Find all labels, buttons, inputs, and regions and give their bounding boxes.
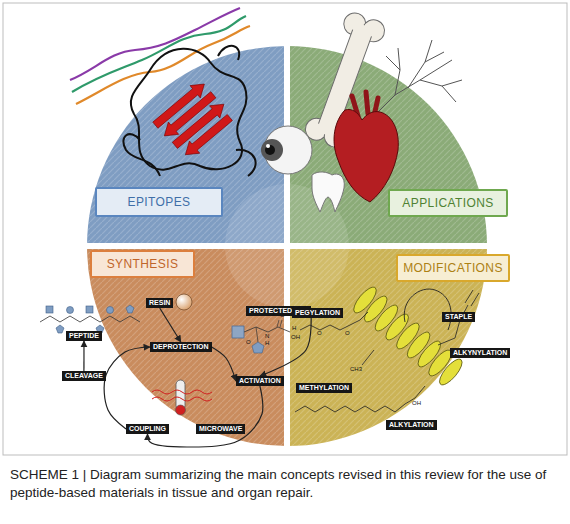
helix-turn [436, 356, 466, 388]
process-arrow [260, 311, 311, 376]
beta-sheet [150, 77, 238, 164]
node-text: APPLICATIONS [402, 196, 493, 210]
section-heading: SYNTHESIS [90, 250, 195, 278]
figure-caption: SCHEME 1 | Diagram summarizing the main … [10, 466, 555, 502]
section-heading: MODIFICATIONS [396, 254, 510, 282]
node-text: MODIFICATIONS [403, 261, 503, 275]
protein-loop [123, 46, 255, 176]
node-text: ALKYLATION [389, 421, 434, 429]
side-chain [86, 306, 93, 313]
step-tag: RESIN [146, 298, 173, 308]
node-text: STAPLE [445, 313, 472, 321]
protein-coil [131, 49, 247, 170]
process-arrow [160, 308, 181, 342]
node-text: DEPROTECTION [153, 343, 209, 351]
step-tag: PEPTIDE [66, 331, 102, 341]
node-text: ALKYNYLATION [453, 349, 507, 357]
process-arrow [147, 386, 262, 447]
side-chain [252, 342, 264, 353]
step-tag: COUPLING [126, 424, 169, 434]
beta-strand [180, 111, 235, 161]
node-text: ACTIVATION [239, 377, 281, 385]
step-tag: DEPROTECTION [150, 342, 212, 352]
atom-label: O [345, 330, 350, 337]
modification-tag: METHYLATION [296, 383, 352, 393]
tooth [312, 172, 344, 212]
node-text: SYNTHESIS [107, 257, 179, 271]
step-tag: ACTIVATION [236, 376, 284, 386]
atom-label: O [317, 330, 322, 337]
node-text: CLEAVAGE [65, 372, 103, 380]
side-chain [67, 307, 74, 314]
modification-tag: PEGYLATION [292, 308, 343, 318]
process-arrow [83, 341, 84, 371]
peptide-backbone [40, 316, 140, 322]
node-text: PEGYLATION [295, 309, 340, 317]
atom-label: CH3 [350, 366, 362, 373]
carbonyl-bond [277, 320, 282, 327]
alpha-helix [350, 284, 466, 388]
atom-label: H [292, 325, 296, 332]
eye-iris [261, 139, 283, 161]
methyl-bond [362, 350, 374, 365]
step-tag: CLEAVAGE [62, 371, 106, 381]
modification-tag: ALKYNYLATION [450, 348, 510, 358]
alkyne-chain [438, 290, 479, 345]
node-text: EPITOPES [127, 195, 190, 209]
atom-label: N [265, 333, 269, 340]
node-text: RESIN [149, 299, 170, 307]
eye-highlight [266, 144, 270, 148]
amino-acid-backbone [244, 327, 290, 332]
side-chain [126, 305, 134, 313]
node-text: METHYLATION [299, 384, 349, 392]
peptide-strand [76, 26, 250, 104]
sketch-texture [80, 40, 502, 460]
ghost-figure [225, 184, 349, 308]
atom-label: OH [412, 400, 421, 407]
eye-pupil [265, 145, 275, 155]
tree-branches [372, 40, 462, 118]
side-chains [46, 305, 134, 333]
quadrant-disc [80, 40, 502, 460]
resin-bead [176, 294, 192, 310]
process-arrow [104, 347, 150, 429]
atom-label: O [246, 339, 251, 346]
step-tag: MICROWAVE [196, 424, 245, 434]
atom-label: H [265, 340, 269, 347]
microwave-waves [152, 390, 212, 401]
node-text: MICROWAVE [199, 425, 242, 433]
side-chain-bond [256, 327, 258, 342]
section-heading: APPLICATIONS [388, 189, 508, 217]
thermometer-bulb [176, 405, 186, 415]
node-text: PEPTIDE [69, 332, 99, 340]
atom-label: OH [291, 334, 300, 341]
node-text: COUPLING [129, 425, 166, 433]
staple-bridge [404, 289, 451, 330]
eyeball [264, 126, 312, 174]
process-arrow [212, 347, 236, 381]
protecting-group [232, 326, 244, 338]
side-chain [56, 325, 64, 333]
side-chain [107, 307, 114, 314]
section-heading: EPITOPES [95, 187, 223, 217]
side-chain [46, 306, 53, 313]
modification-tag: ALKYLATION [386, 420, 437, 430]
modification-tag: STAPLE [442, 312, 475, 322]
atom-label: O [280, 312, 285, 319]
